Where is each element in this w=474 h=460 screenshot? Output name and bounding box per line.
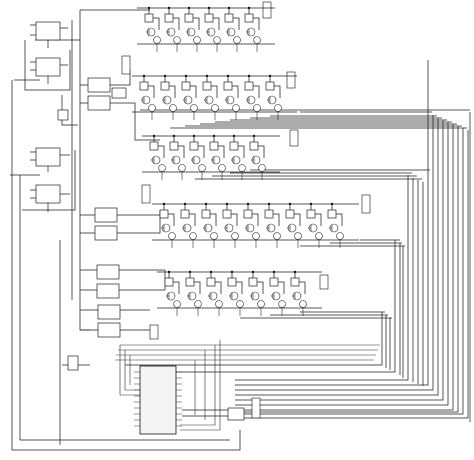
transistor-row	[137, 6, 275, 52]
transistor-stage	[181, 74, 198, 120]
transistor-row	[157, 270, 322, 316]
transistor-stage	[149, 134, 166, 180]
transistor-stage	[290, 270, 307, 316]
driver-ic-group-4	[80, 304, 150, 338]
driver-ic-group-3	[80, 264, 166, 299]
transistor-stage	[248, 270, 265, 316]
bus-wires	[10, 9, 471, 451]
transistor-stage	[164, 6, 181, 52]
transistor-stage	[285, 202, 302, 248]
microcontroller-ic	[62, 355, 245, 435]
transistor-stage	[249, 134, 266, 180]
transistor-stage	[223, 74, 240, 120]
driver-ic-group-1	[80, 70, 160, 141]
transistor-stage	[229, 134, 246, 180]
pin-headers	[121, 1, 371, 419]
transistor-stage	[227, 270, 244, 316]
transistor-stage	[244, 6, 261, 52]
transistor-stage	[222, 202, 239, 248]
left-regulator-blocks	[22, 21, 78, 212]
transistor-stage	[265, 74, 282, 120]
transistor-stage	[169, 134, 186, 180]
transistor-stage	[306, 202, 323, 248]
transistor-row	[142, 134, 280, 180]
transistor-stage	[204, 6, 221, 52]
transistor-stage	[159, 202, 176, 248]
transistor-stage	[206, 270, 223, 316]
transistor-stage	[201, 202, 218, 248]
transistor-stage	[184, 6, 201, 52]
transistor-row	[132, 74, 297, 120]
transistor-stage	[202, 74, 219, 120]
transistor-stage	[189, 134, 206, 180]
transistor-stage	[327, 202, 344, 248]
transistor-stage	[224, 6, 241, 52]
transistor-stage	[164, 270, 181, 316]
transistor-stage	[269, 270, 286, 316]
transistor-stage	[180, 202, 197, 248]
transistor-stage	[209, 134, 226, 180]
transistor-stage	[160, 74, 177, 120]
transistor-stage	[243, 202, 260, 248]
transistor-stage	[185, 270, 202, 316]
transistor-stage	[139, 74, 156, 120]
transistor-stage	[264, 202, 281, 248]
transistor-row	[152, 202, 359, 248]
driver-ic-group-2	[80, 207, 161, 241]
transistor-stage	[144, 6, 161, 52]
transistor-stage	[244, 74, 261, 120]
transistor-rows	[132, 6, 359, 316]
